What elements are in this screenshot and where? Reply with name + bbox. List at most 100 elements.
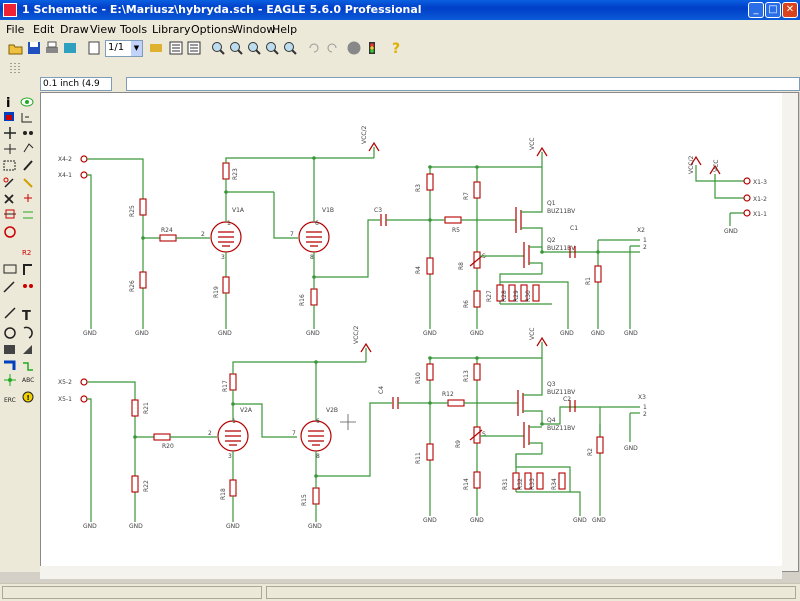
label-icon[interactable]: ABC (22, 377, 34, 384)
resistor-r29[interactable] (520, 284, 528, 302)
cut-icon[interactable] (3, 177, 14, 188)
schematic-drawing[interactable]: .w{stroke:#3a963a;stroke-width:1.2;fill:… (40, 92, 799, 572)
go-icon[interactable] (364, 40, 380, 56)
maximize-button[interactable]: □ (765, 2, 781, 18)
resistor-r12[interactable] (447, 399, 465, 407)
schematic-canvas[interactable]: .w{stroke:#3a963a;stroke-width:1.2;fill:… (40, 92, 799, 572)
resistor-r31[interactable] (512, 472, 520, 490)
connector-x4[interactable]: X4-2 X4-1 (58, 155, 88, 179)
connector-x2[interactable]: X2 1 2 (598, 227, 647, 251)
menu-options[interactable]: Options (191, 23, 234, 36)
minimize-button[interactable]: _ (748, 2, 764, 18)
text-icon[interactable]: T (22, 309, 31, 324)
resistor-r13[interactable] (473, 363, 481, 381)
info-icon[interactable]: i (6, 96, 10, 111)
capacitor-c1[interactable]: C1 (569, 225, 578, 258)
resistor-r33[interactable] (536, 472, 544, 490)
value-icon[interactable] (3, 264, 17, 274)
rotate-icon[interactable] (23, 143, 34, 153)
capacitor-c2[interactable]: C2 (563, 396, 576, 412)
menu-window[interactable]: Window (232, 23, 276, 36)
arc-icon[interactable] (23, 326, 33, 339)
run-ulp-icon[interactable] (186, 40, 202, 56)
command-input[interactable] (126, 77, 800, 91)
menu-draw[interactable]: Draw (60, 23, 89, 36)
zoom-in-icon[interactable] (228, 40, 244, 56)
paste-icon[interactable] (23, 178, 33, 188)
add-icon[interactable] (24, 194, 32, 202)
resistor-r6[interactable] (473, 290, 481, 308)
polygon-icon[interactable] (23, 345, 32, 354)
menu-view[interactable]: View (90, 23, 117, 36)
miter-icon[interactable] (3, 281, 15, 293)
resistor-r23[interactable] (222, 162, 230, 180)
use-library-icon[interactable] (148, 40, 164, 56)
capacitor-c3[interactable]: C3 (374, 207, 387, 226)
resistor-r7[interactable] (473, 181, 481, 199)
resistor-r18[interactable] (229, 479, 237, 497)
replace-icon[interactable] (4, 226, 16, 238)
show-icon[interactable] (20, 97, 34, 107)
zoom-out-icon[interactable] (246, 40, 262, 56)
change-icon[interactable] (23, 160, 33, 171)
errors-icon[interactable]: ! (22, 391, 34, 403)
menu-library[interactable]: Library (152, 23, 191, 36)
mark-icon[interactable] (21, 113, 32, 123)
close-button[interactable]: ✕ (782, 2, 798, 18)
undo-icon[interactable] (306, 40, 322, 56)
resistor-r24[interactable] (159, 234, 177, 242)
resistor-r17[interactable] (229, 373, 237, 391)
resistor-r5[interactable] (444, 216, 462, 224)
tube-v2b[interactable]: V2B 6 7 8 (292, 407, 338, 460)
tube-v1a[interactable]: V1A 1 3 (210, 207, 245, 261)
connector-x5[interactable]: X5-2 X5-1 (58, 378, 88, 403)
connector-x3[interactable]: X3 1 2 (630, 394, 647, 418)
grid-icon[interactable] (8, 60, 24, 76)
mosfet-q3[interactable]: Q3 BUZ11BV (517, 358, 576, 424)
copy-icon[interactable] (23, 131, 33, 135)
redo-icon[interactable] (324, 40, 340, 56)
zoom-fit-icon[interactable] (210, 40, 226, 56)
mosfet-q1[interactable]: Q1 BUZ11BV (515, 167, 576, 252)
resistor-r3[interactable] (426, 173, 434, 191)
capacitor-c4[interactable]: C4 (378, 386, 399, 409)
script-icon[interactable] (168, 40, 184, 56)
resistor-r16[interactable] (310, 288, 318, 306)
resistor-r1[interactable] (594, 265, 602, 283)
resistor-r21[interactable] (131, 399, 139, 417)
pinswap-icon[interactable] (4, 209, 16, 219)
resistor-r25[interactable] (139, 198, 147, 216)
smash-icon[interactable] (23, 264, 32, 275)
resistor-r11[interactable] (426, 443, 434, 461)
open-icon[interactable] (8, 40, 24, 56)
resistor-r10[interactable] (426, 363, 434, 381)
mosfet-q4[interactable]: Q4 BUZ11BV (523, 417, 576, 454)
menu-edit[interactable]: Edit (33, 23, 55, 36)
name-icon[interactable]: R2 (22, 249, 31, 257)
move-icon[interactable] (4, 127, 16, 139)
menu-file[interactable]: File (6, 23, 25, 36)
erc-icon[interactable]: ERC (4, 397, 16, 404)
menu-tools[interactable]: Tools (120, 23, 148, 36)
circle-icon[interactable] (4, 327, 16, 339)
resistor-r2[interactable] (596, 436, 604, 454)
cam-icon[interactable] (62, 40, 78, 56)
resistor-r28[interactable] (508, 284, 516, 302)
redraw-icon[interactable] (264, 40, 280, 56)
tube-v2a[interactable]: V2A 1 2 3 (208, 407, 253, 460)
display-icon[interactable] (4, 112, 14, 121)
help-icon[interactable]: ? (388, 40, 404, 56)
vertical-scrollbar[interactable] (782, 93, 798, 571)
zoom-select-icon[interactable] (282, 40, 298, 56)
resistor-r9[interactable] (473, 426, 481, 444)
resistor-r32[interactable] (524, 472, 532, 490)
resistor-r22[interactable] (131, 475, 139, 493)
horizontal-scrollbar[interactable] (40, 566, 782, 579)
gateswap-icon[interactable] (23, 211, 33, 219)
net-icon[interactable] (23, 362, 33, 371)
sheet-select[interactable]: 1/1▼ (105, 40, 143, 57)
resistor-r15[interactable] (312, 487, 320, 505)
junction-icon[interactable] (4, 374, 16, 386)
sheet-icon[interactable] (86, 40, 102, 56)
mosfet-q2[interactable]: Q2 BUZ11BV (523, 237, 576, 274)
